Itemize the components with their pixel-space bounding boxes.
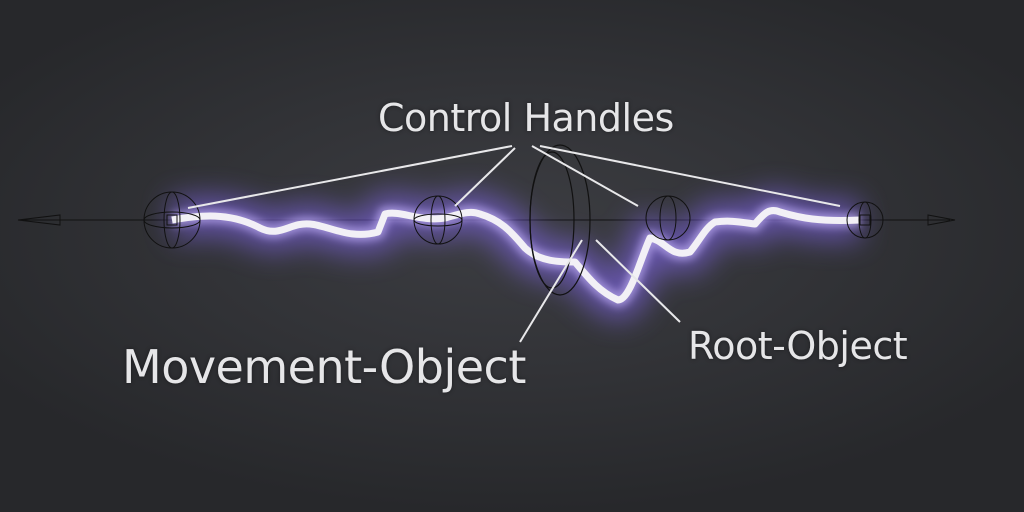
- lightning-bolt: [171, 207, 861, 304]
- root-object-label: Root-Object: [688, 324, 908, 368]
- control-handle-1[interactable]: [413, 195, 463, 245]
- end-handle-sphere[interactable]: [846, 201, 884, 239]
- control-handle-2[interactable]: [645, 195, 691, 241]
- start-handle-sphere[interactable]: [143, 191, 201, 249]
- right-arrow-icon: [927, 214, 956, 226]
- movement-object-label: Movement-Object: [122, 340, 526, 394]
- left-arrow-icon: [17, 214, 61, 226]
- control-handles-label: Control Handles: [378, 96, 674, 140]
- leader-lines: [187, 145, 841, 343]
